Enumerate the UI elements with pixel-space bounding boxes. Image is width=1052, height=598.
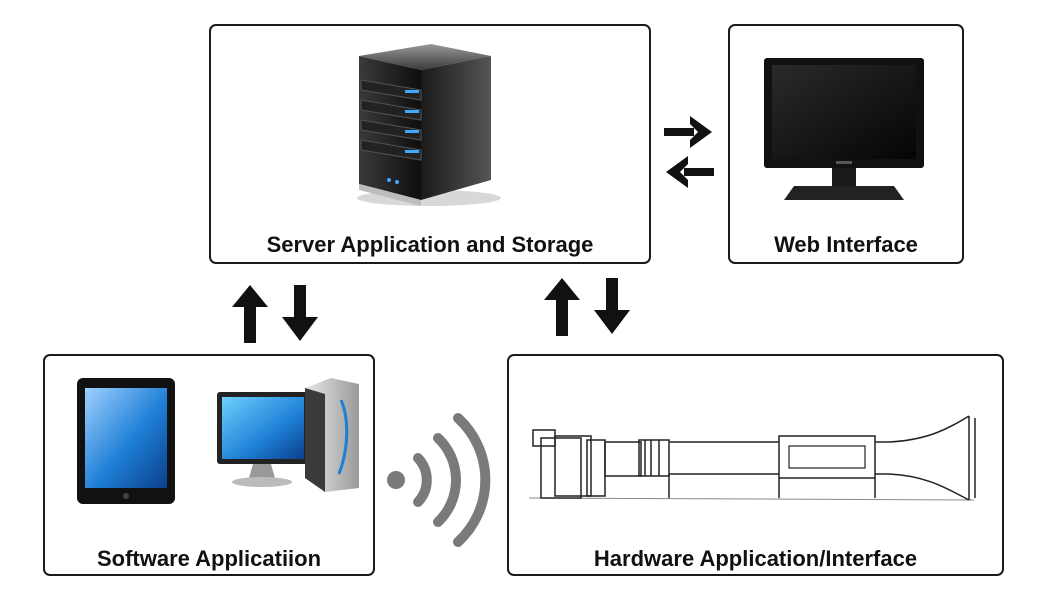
arrow-down-icon: [594, 278, 630, 334]
arrow-left-icon: [666, 156, 714, 188]
server-tower-icon: [357, 44, 501, 206]
desktop-computer-icon: [217, 378, 359, 492]
monitor-icon: [764, 58, 924, 200]
software-label: Software Applicatiion: [96, 546, 322, 571]
wind-tunnel-drawing-icon: [528, 415, 976, 501]
arrow-up-icon: [544, 278, 580, 336]
web-interface-box: Web Interface: [728, 24, 964, 264]
server-web-arrows: [664, 116, 714, 188]
arrow-right-icon: [664, 116, 712, 148]
hardware-box: Hardware Application/Interface: [507, 354, 1004, 576]
software-box: Software Applicatiion: [43, 354, 375, 576]
wireless-signal-icon: [387, 413, 491, 547]
server-box: Server Application and Storage: [209, 24, 651, 264]
server-software-arrows: [232, 285, 318, 343]
arrow-up-icon: [232, 285, 268, 343]
arrow-down-icon: [282, 285, 318, 341]
server-label: Server Application and Storage: [266, 232, 594, 257]
server-hardware-arrows: [544, 278, 630, 336]
tablet-icon: [77, 378, 175, 504]
web-interface-label: Web Interface: [774, 232, 918, 257]
hardware-label: Hardware Application/Interface: [593, 546, 918, 571]
